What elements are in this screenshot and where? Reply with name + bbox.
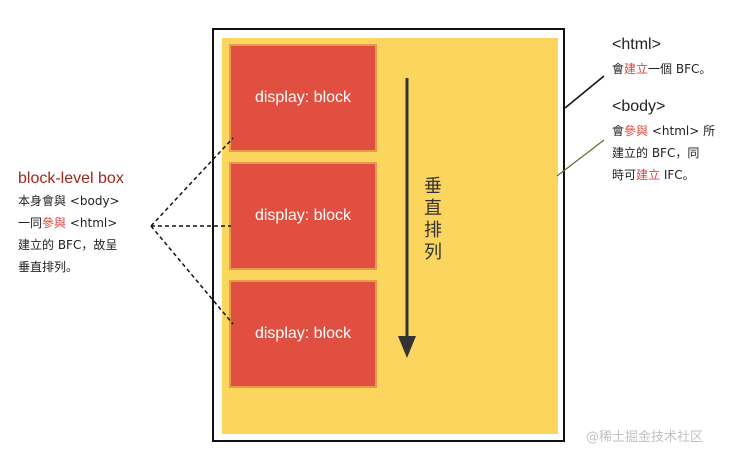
vertical-arrow-head [398,336,416,358]
block-note-line1: 本身會與 <body> [18,194,120,208]
html-note-title: <html> [612,36,661,53]
body-note: <body> 會參與 <html> 所 建立的 BFC，同 時可建立 IFC。 [612,98,715,186]
html-note-text-before: 會 [612,62,625,76]
block-level-title: block-level box [18,170,124,187]
body-note-line3-highlight: 建立 [636,168,661,182]
block-label-3: display: block [254,325,352,342]
html-note-highlight: 建立 [624,62,649,76]
body-note-line3-after: IFC。 [660,168,695,182]
body-note-line1-before: 會 [612,124,625,138]
watermark: @稀土掘金技术社区 [586,430,704,445]
block-label-1: display: block [254,89,352,106]
body-pointer-line [556,139,605,177]
html-note-text-after: 一個 BFC。 [648,62,712,76]
body-note-line2: 建立的 BFC，同 [612,146,700,160]
block-box-2: display: block [229,162,377,270]
body-note-line1: 會參與 <html> 所 [612,120,715,142]
body-note-line1-after: <html> 所 [648,124,716,138]
block-note-line2-after: <html> [66,216,118,230]
dashed-line-1 [150,137,234,227]
body-note-line3: 時可建立 IFC。 [612,164,715,186]
block-note-line3: 建立的 BFC，故呈 [18,238,118,252]
block-box-1: display: block [229,44,377,152]
body-note-line3-before: 時可 [612,168,637,182]
html-note: <html> 會建立一個 BFC。 [612,36,711,80]
block-level-note: block-level box 本身會與 <body> 一同參與 <html> … [18,170,124,278]
block-note-line4: 垂直排列。 [18,260,79,274]
block-label-2: display: block [254,207,352,224]
html-pointer-line [564,75,605,109]
body-note-title: <body> [612,98,666,115]
body-note-line1-highlight: 參與 [624,124,649,138]
dashed-line-3 [150,225,234,325]
vertical-arrange-label: 垂直排列 [424,176,442,263]
block-note-line2-highlight: 參與 [42,216,67,230]
block-box-3: display: block [229,280,377,388]
block-note-line2: 一同參與 <html> [18,212,124,234]
block-note-line2-before: 一同 [18,216,43,230]
html-note-text: 會建立一個 BFC。 [612,58,711,80]
